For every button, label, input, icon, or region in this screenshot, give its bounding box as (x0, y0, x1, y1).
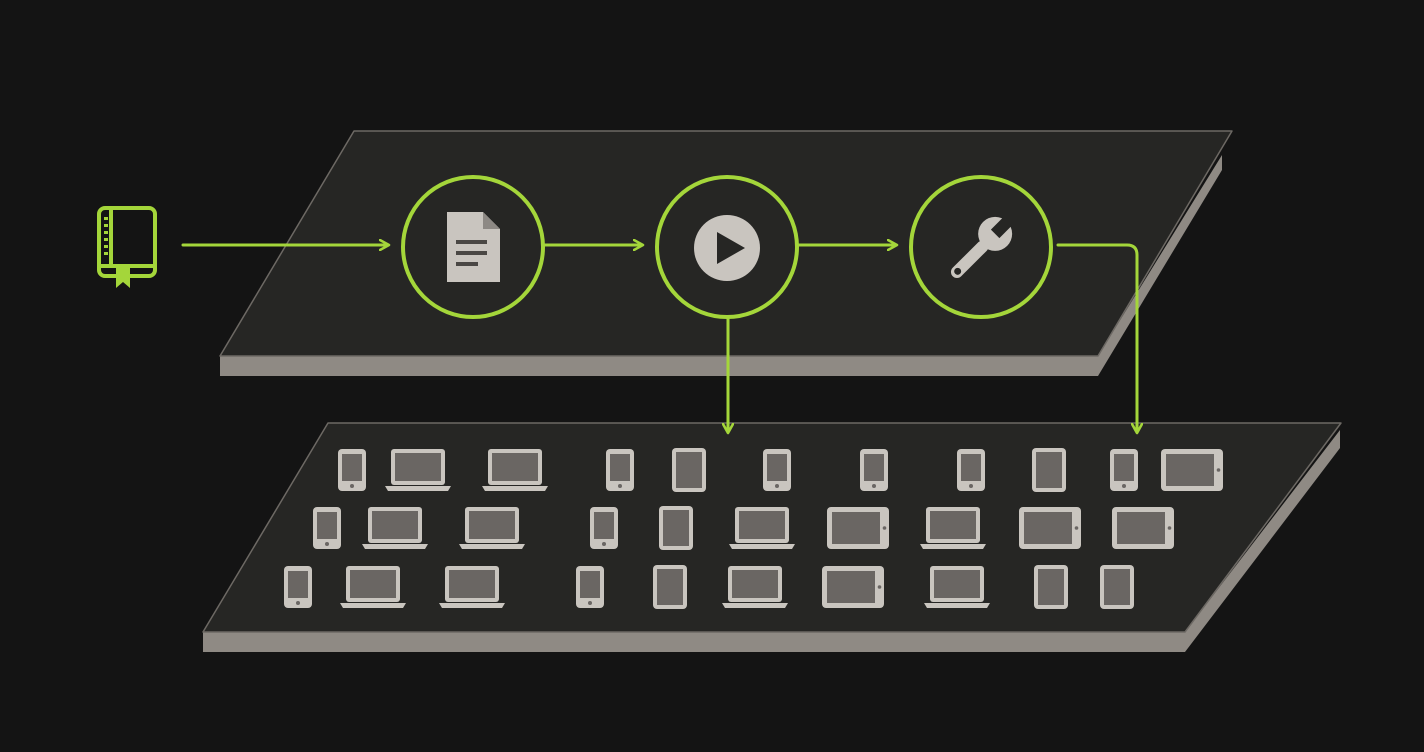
phone-device (313, 507, 341, 549)
wrench-icon (950, 214, 1015, 279)
step-play (655, 175, 799, 319)
laptop-device (362, 507, 428, 549)
tablet-landscape-device (1161, 449, 1223, 491)
tablet-device (1034, 565, 1068, 609)
phone-device (860, 449, 888, 491)
step-wrench (909, 175, 1053, 319)
device-grid (284, 448, 1223, 609)
arrow-wrench-to-devices (1056, 243, 1137, 432)
play-icon (694, 215, 760, 281)
laptop-device (439, 566, 505, 608)
phone-device (590, 507, 618, 549)
tablet-landscape-device (1019, 507, 1081, 549)
tablet-landscape-device (822, 566, 884, 608)
phone-device (606, 449, 634, 491)
book-icon (97, 206, 157, 288)
phone-device (763, 449, 791, 491)
tablet-landscape-device (827, 507, 889, 549)
laptop-device (459, 507, 525, 549)
phone-device (338, 449, 366, 491)
connectors (181, 243, 1137, 432)
laptop-device (385, 449, 451, 491)
phone-device (284, 566, 312, 608)
laptop-device (482, 449, 548, 491)
tablet-device (659, 506, 693, 550)
phone-device (957, 449, 985, 491)
step-document (401, 175, 545, 319)
tablet-landscape-device (1112, 507, 1174, 549)
tablet-device (653, 565, 687, 609)
document-icon (447, 212, 500, 282)
tablet-device (1032, 448, 1066, 492)
laptop-device (340, 566, 406, 608)
phone-device (1110, 449, 1138, 491)
phone-device (576, 566, 604, 608)
laptop-device (729, 507, 795, 549)
laptop-device (924, 566, 990, 608)
laptop-device (722, 566, 788, 608)
laptop-device (920, 507, 986, 549)
tablet-device (1100, 565, 1134, 609)
tablet-device (672, 448, 706, 492)
